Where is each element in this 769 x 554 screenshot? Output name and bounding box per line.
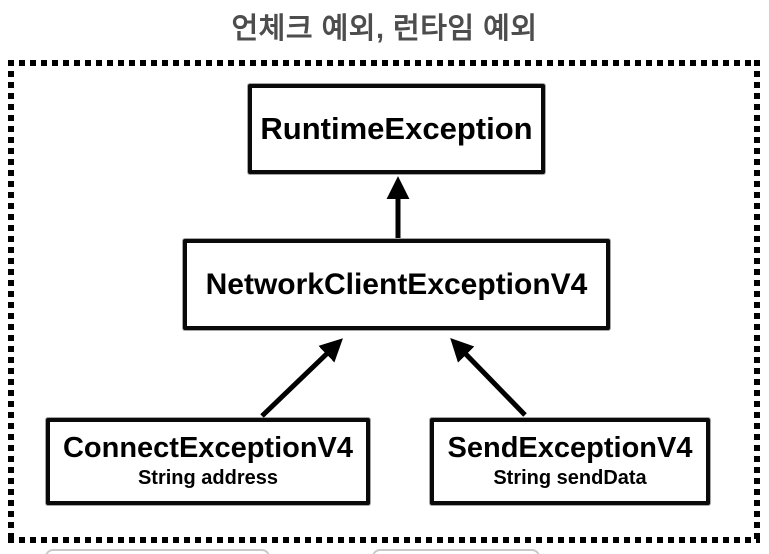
- node-label: SendExceptionV4: [447, 432, 693, 465]
- node-field-label: String sendData: [493, 466, 647, 489]
- diagram-title: 언체크 예외, 런타임 예외: [231, 13, 538, 45]
- node-runtime-exception: RuntimeException: [248, 84, 545, 174]
- node-label: ConnectExceptionV4: [62, 432, 354, 465]
- cutoff-box-right: [372, 549, 540, 554]
- cutoff-box-left: [45, 549, 270, 554]
- node-network-client-exception: NetworkClientExceptionV4: [183, 239, 610, 330]
- node-label: NetworkClientExceptionV4: [205, 267, 588, 301]
- node-field-label: String address: [137, 466, 279, 489]
- node-connect-exception: ConnectExceptionV4 String address: [46, 418, 370, 505]
- node-send-exception: SendExceptionV4 String sendData: [430, 418, 710, 505]
- node-label: RuntimeException: [260, 110, 533, 146]
